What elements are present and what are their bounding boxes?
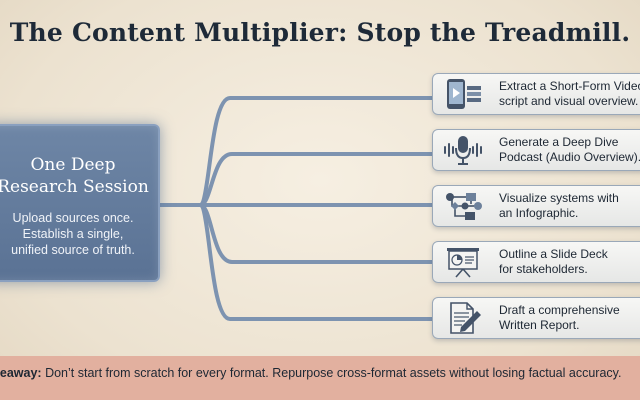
takeaway-text: Don’t start from scratch for every forma… — [41, 366, 622, 380]
output-card-slides: Outline a Slide Deck for stakeholders. — [432, 241, 640, 283]
research-session-box: One Deep Research Session Upload sources… — [0, 124, 160, 282]
connector-branch-2 — [198, 152, 434, 207]
output-card-infographic: Visualize systems with an Infographic. — [432, 185, 640, 227]
video-phone-icon — [438, 78, 488, 110]
connector-branch-1 — [198, 96, 434, 207]
takeaway-label: akeaway: — [0, 366, 42, 380]
document-pen-icon — [438, 302, 488, 334]
page-title: The Content Multiplier: Stop the Treadmi… — [9, 18, 631, 47]
output-card-video: Extract a Short-Form Video script and vi… — [432, 73, 640, 115]
source-title: One Deep Research Session — [0, 155, 149, 197]
output-label-slides: Outline a Slide Deck for stakeholders. — [499, 247, 608, 276]
connector-branch-5 — [198, 203, 434, 321]
output-label-infographic: Visualize systems with an Infographic. — [499, 191, 619, 220]
output-card-podcast: Generate a Deep Dive Podcast (Audio Over… — [432, 129, 640, 171]
connector-branch-4 — [198, 203, 434, 264]
output-label-podcast: Generate a Deep Dive Podcast (Audio Over… — [499, 135, 640, 164]
slide-presentation-icon — [438, 246, 488, 278]
output-card-report: Draft a comprehensive Written Report. — [432, 297, 640, 339]
output-label-report: Draft a comprehensive Written Report. — [499, 303, 620, 332]
takeaway-bar: akeaway: Don’t start from scratch for ev… — [0, 356, 640, 400]
flowchart-icon — [438, 190, 488, 222]
podcast-microphone-icon — [438, 134, 488, 166]
output-label-video: Extract a Short-Form Video script and vi… — [499, 79, 640, 108]
source-body: Upload sources once. Establish a single,… — [11, 211, 135, 257]
